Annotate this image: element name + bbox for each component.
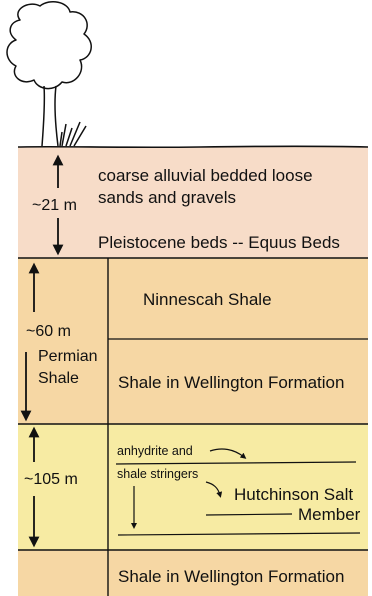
anhydrite-note-line1: anhydrite and [117,444,193,458]
wellington-bottom-label: Shale in Wellington Formation [118,567,344,586]
anhydrite-note-line2: shale stringers [117,467,198,481]
salt-thickness-label: ~105 m [24,471,78,488]
pleistocene-name: Pleistocene beds -- Equus Beds [98,233,340,252]
permian-thickness-label: ~60 m [26,323,71,340]
hutchinson-salt-line1: Hutchinson Salt [234,485,353,504]
tree-icon [7,2,91,146]
permian-name-line2: Shale [38,370,79,387]
pleistocene-description-line1: coarse alluvial bedded loose [98,166,313,185]
pleistocene-thickness-label: ~21 m [32,197,77,214]
permian-layer [18,258,368,424]
permian-name-line1: Permian [38,348,98,365]
hutchinson-salt-line2: Member [298,505,361,524]
ninnescah-shale-label: Ninnescah Shale [143,290,272,309]
ground-surface [18,146,368,147]
pleistocene-description-line2: sands and gravels [98,188,236,207]
wellington-upper-label: Shale in Wellington Formation [118,373,344,392]
